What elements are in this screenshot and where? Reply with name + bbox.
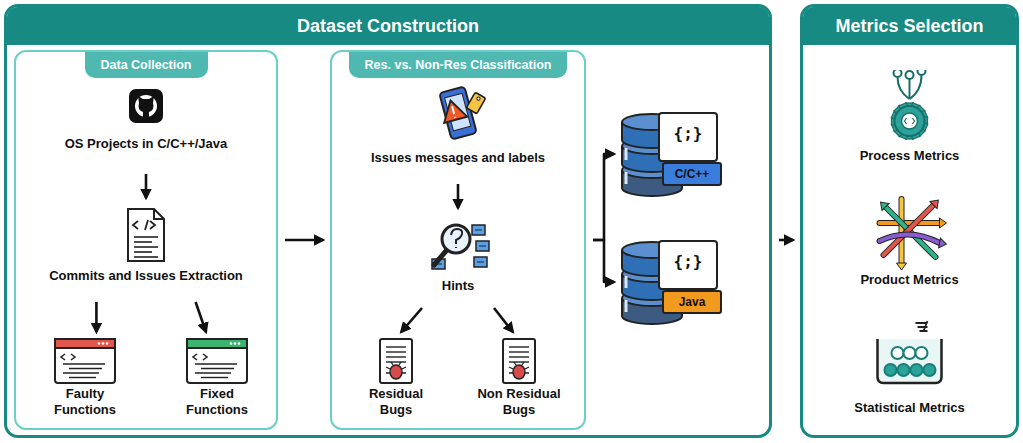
node-label: Fixed Functions	[162, 386, 272, 417]
step-panel: Data Collection OS Projects in C/C++/Java…	[14, 50, 278, 430]
node-label: Hints	[338, 278, 578, 294]
icon-node: Faulty Functions	[28, 336, 142, 426]
database-icon: {;}Java	[618, 228, 736, 336]
icon-graphic	[162, 336, 272, 386]
node-label: Issues messages and labels	[338, 150, 578, 166]
language-tag: C/C++	[662, 162, 722, 186]
node-label: Non Residual Bugs	[458, 386, 580, 417]
icon-node: Fixed Functions	[162, 336, 272, 426]
node-label: Product Metrics	[808, 272, 1011, 288]
tab-title: Res. vs. Non-Res Classification	[349, 52, 568, 78]
icon-node: OS Projects in C/C++/Java	[22, 76, 270, 170]
arrow-connector	[457, 184, 460, 208]
icon-graphic	[808, 318, 1011, 400]
icon-node: Commits and Issues Extraction	[22, 202, 270, 298]
icon-node: Statistical Metrics	[808, 318, 1011, 422]
icon-node: Non Residual Bugs	[458, 336, 580, 426]
tab-title: Data Collection	[85, 52, 208, 78]
section-panel: Dataset ConstructionData Collection OS Pr…	[4, 4, 772, 438]
icon-graphic	[808, 190, 1011, 272]
arrow-connector	[494, 308, 513, 332]
language-tag: Java	[662, 290, 722, 314]
arrow-connector	[285, 239, 323, 242]
arrow-connector	[95, 302, 98, 332]
icon-graphic	[338, 212, 578, 278]
icon-graphic	[338, 76, 578, 150]
icon-graphic	[22, 76, 270, 136]
arrow-connector	[401, 308, 422, 332]
icon-graphic	[28, 336, 142, 386]
arrow-connector	[196, 302, 206, 332]
icon-graphic	[458, 336, 580, 386]
node-label: Commits and Issues Extraction	[22, 268, 270, 284]
code-symbol: {;}	[658, 112, 718, 162]
icon-node: Hints	[338, 212, 578, 304]
panel-title: Metrics Selection	[803, 7, 1016, 45]
panel-title: Dataset Construction	[7, 7, 769, 45]
node-label: Residual Bugs	[344, 386, 448, 417]
arrow-connector	[145, 174, 148, 198]
step-panel: Res. vs. Non-Res ClassificationIssues me…	[330, 50, 586, 430]
icon-node: Product Metrics	[808, 190, 1011, 294]
node-label: OS Projects in C/C++/Java	[22, 136, 270, 152]
section-panel: Metrics SelectionProcess MetricsProduct …	[800, 4, 1019, 438]
icon-node: Process Metrics	[808, 70, 1011, 170]
icon-graphic	[22, 202, 270, 268]
node-label: Process Metrics	[808, 148, 1011, 164]
icon-node: Residual Bugs	[344, 336, 448, 426]
arrow-connector	[593, 154, 614, 240]
icon-graphic	[344, 336, 448, 386]
icon-graphic	[808, 70, 1011, 148]
arrow-connector	[593, 240, 614, 282]
arrow-connector	[779, 239, 793, 242]
database-icon: {;}C/C++	[618, 100, 736, 208]
code-symbol: {;}	[658, 240, 718, 290]
node-label: Faulty Functions	[28, 386, 142, 417]
icon-node: Issues messages and labels	[338, 76, 578, 180]
node-label: Statistical Metrics	[808, 400, 1011, 416]
